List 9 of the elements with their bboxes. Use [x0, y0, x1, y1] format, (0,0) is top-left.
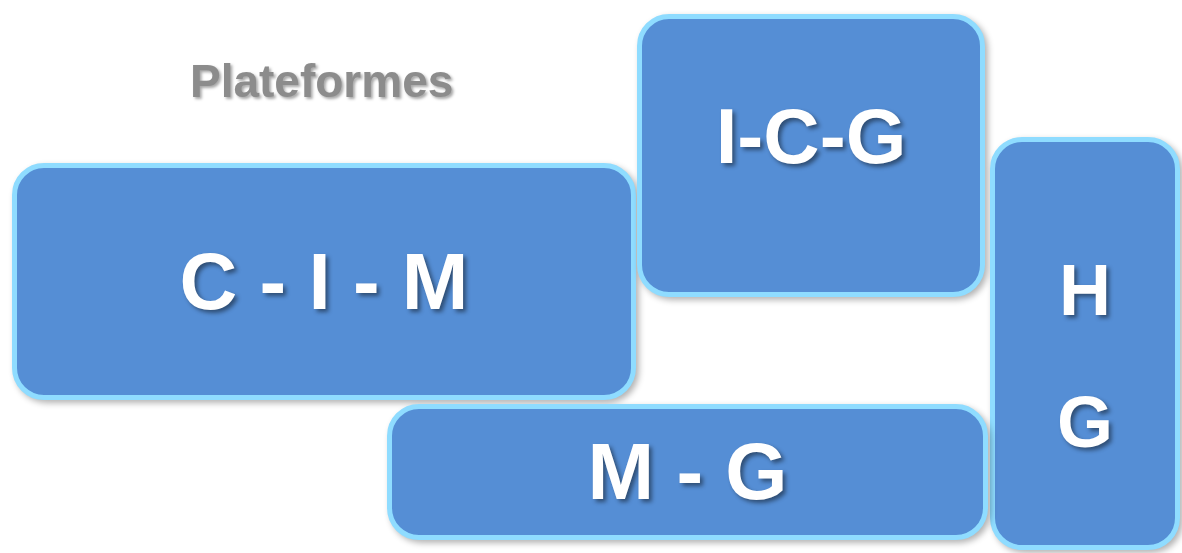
box-label: H G	[1056, 249, 1114, 464]
box-label: M - G	[587, 432, 788, 512]
box-label: C - I - M	[179, 241, 469, 322]
platform-box	[637, 14, 985, 297]
box-label: I-C-G	[715, 97, 907, 175]
platform-box	[387, 404, 988, 540]
platform-box	[12, 163, 636, 400]
platform-box	[990, 137, 1180, 550]
title: Plateformes	[190, 58, 454, 104]
